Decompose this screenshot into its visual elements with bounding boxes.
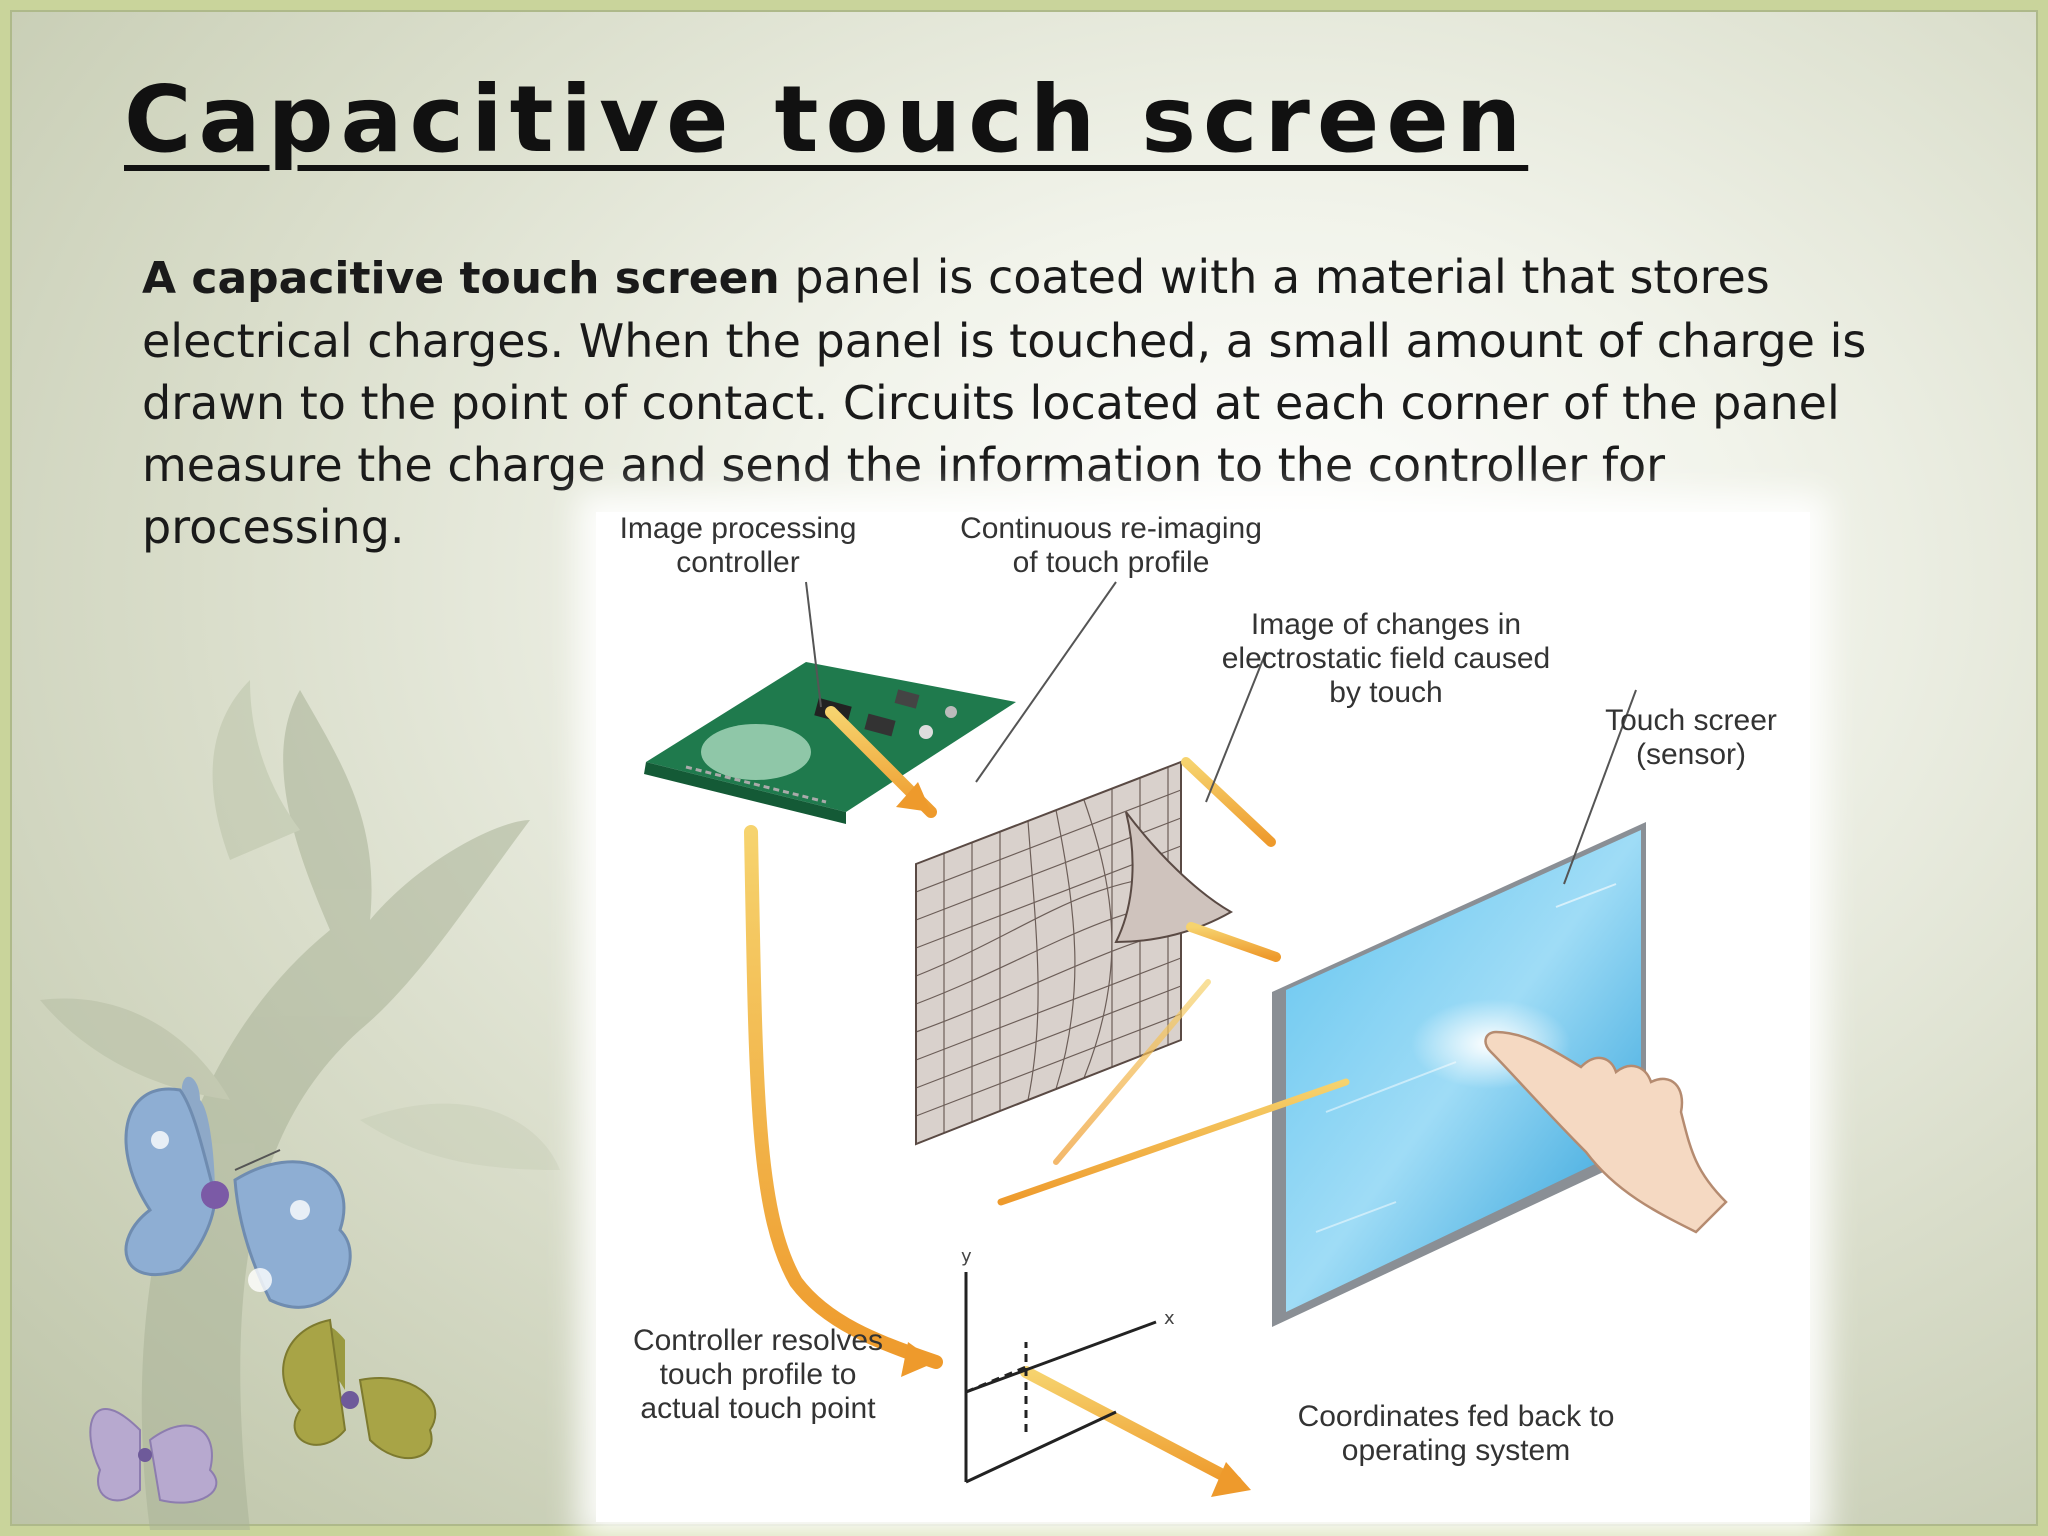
blue-butterfly-icon — [124, 1076, 352, 1309]
finger-hand-icon — [1484, 1030, 1728, 1234]
leaf-swirl-icon — [40, 680, 560, 1530]
axis-y-label: y — [961, 1246, 972, 1267]
purple-butterfly-icon — [89, 1408, 218, 1504]
diagram-illustration: y x — [644, 581, 1728, 1497]
body-lead: A capacitive touch screen — [142, 253, 780, 304]
touch-screen-sensor-icon — [1272, 822, 1646, 1327]
label-electrostatic-field-image: Image of changes in electrostatic field … — [1221, 608, 1551, 709]
label-controller-resolves: Controller resolves touch profile to act… — [632, 1324, 884, 1425]
label-coordinates-fed-back: Coordinates fed back to operating system — [1297, 1400, 1615, 1467]
controller-board-icon — [644, 662, 1016, 824]
capacitive-touch-diagram: y x Image processing controller Continuo… — [596, 512, 1810, 1522]
slide-title: Capacitive touch screen — [124, 66, 1529, 173]
olive-butterfly-icon — [282, 1318, 437, 1459]
touch-profile-grid-icon — [915, 760, 1234, 1146]
body-rest: panel is coated with a material that sto… — [142, 250, 1867, 554]
axis-x-label: x — [1164, 1308, 1175, 1329]
label-continuous-reimaging: Continuous re-imaging of touch profile — [960, 512, 1262, 579]
label-touch-screen-sensor: Touch screer (sensor) — [1605, 704, 1777, 771]
label-image-processing-controller: Image processing controller — [619, 512, 857, 579]
coordinate-axes-icon — [964, 1272, 1157, 1484]
body-paragraph: A capacitive touch screen panel is coate… — [142, 246, 1922, 558]
leader-lines — [805, 581, 1637, 885]
